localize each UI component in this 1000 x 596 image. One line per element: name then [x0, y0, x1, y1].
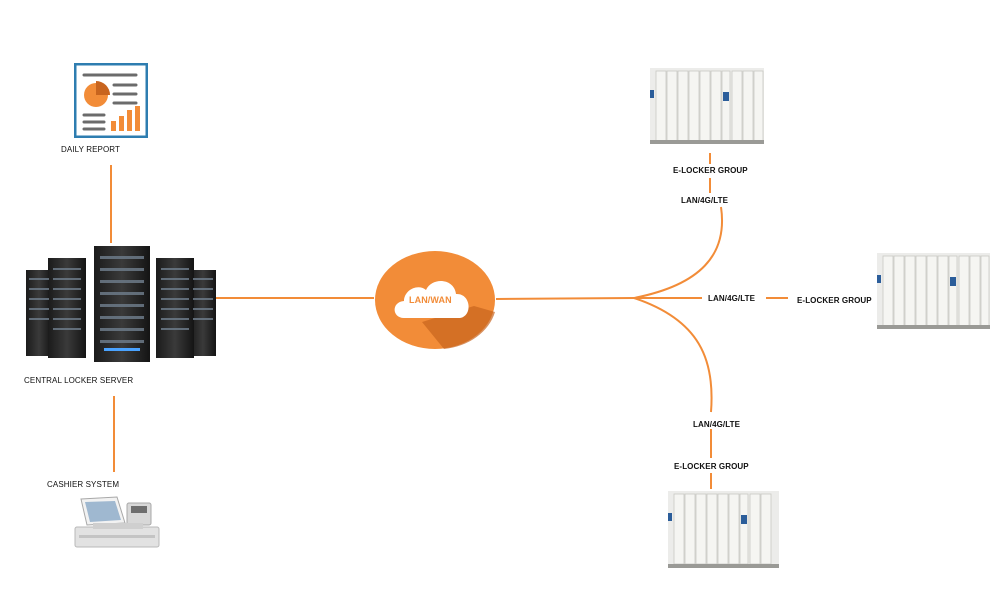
locker-cabinet-icon: [650, 68, 764, 144]
right-link-label: LAN/4G/LTE: [708, 294, 756, 303]
locker-cabinet-icon: [668, 491, 779, 568]
central-server-label: CENTRAL LOCKER SERVER: [24, 376, 134, 385]
cloud-hub-link: [495, 297, 635, 300]
cloud-icon: [375, 251, 495, 349]
daily-report-label: DAILY REPORT: [61, 145, 120, 154]
bottom-branch-curve: [633, 297, 713, 413]
top-branch-curve: [633, 206, 723, 299]
cloud-label: LAN/WAN: [409, 295, 452, 305]
cashier-system-label: CASHIER SYSTEM: [47, 480, 120, 489]
server-rack-icon: [26, 246, 216, 362]
cash-register-icon: [74, 496, 160, 548]
top-locker-group-label: E-LOCKER GROUP: [673, 166, 748, 175]
bottom-link-label: LAN/4G/LTE: [693, 420, 741, 429]
locker-cabinet-icon: [877, 253, 990, 329]
bottom-locker-group-label: E-LOCKER GROUP: [674, 462, 749, 471]
right-locker-group-label: E-LOCKER GROUP: [797, 296, 872, 305]
top-link-label: LAN/4G/LTE: [681, 196, 729, 205]
report-document-icon: [74, 63, 148, 138]
